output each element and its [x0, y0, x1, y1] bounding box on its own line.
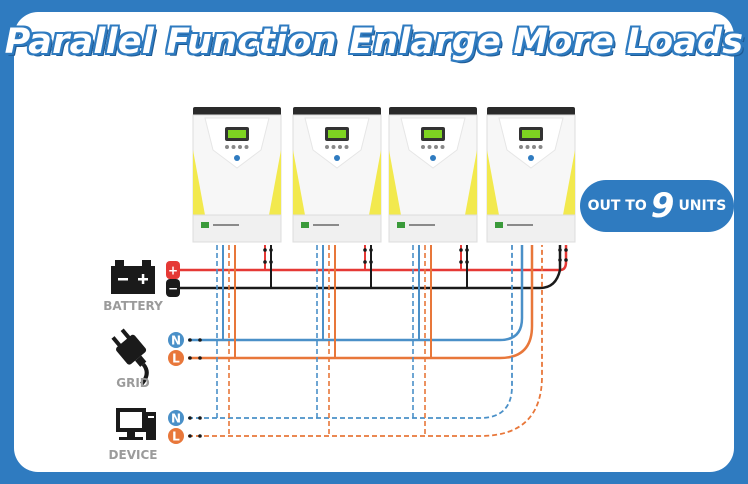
device-neutral-terminal: N	[168, 410, 184, 426]
grid-line-terminal: L	[168, 350, 184, 366]
units-badge: OUT TO 9 UNITS	[580, 180, 734, 232]
svg-text:+: +	[168, 264, 178, 278]
inverter-unit	[486, 107, 576, 243]
device-line-terminal: L	[168, 428, 184, 444]
battery-positive-bus	[180, 245, 568, 272]
badge-suffix: UNITS	[678, 198, 727, 214]
device-neutral-line	[188, 245, 513, 419]
svg-text:−: −	[168, 282, 178, 296]
battery-icon	[111, 260, 155, 294]
inverter-unit	[292, 107, 382, 243]
battery-positive-terminal: +	[166, 261, 180, 279]
computer-icon	[116, 408, 156, 440]
battery-label: BATTERY	[103, 299, 163, 313]
device-line-l	[188, 245, 543, 437]
battery-negative-bus	[180, 245, 562, 290]
grid-line-l	[188, 245, 534, 360]
device-label: DEVICE	[108, 448, 158, 462]
plug-icon	[111, 328, 149, 386]
svg-text:L: L	[172, 430, 180, 444]
battery-negative-terminal: −	[166, 279, 180, 297]
inverter-unit	[192, 107, 282, 243]
page-title: Parallel Function Enlarge More Loads	[4, 22, 744, 62]
inverter-unit	[388, 107, 478, 243]
badge-number: 9	[650, 186, 675, 226]
grid-neutral-terminal: N	[168, 332, 184, 348]
badge-prefix: OUT TO	[587, 198, 647, 214]
grid-neutral-line	[188, 245, 524, 342]
grid-label: GRID	[116, 376, 150, 390]
svg-text:L: L	[172, 352, 180, 366]
svg-text:N: N	[171, 334, 181, 348]
svg-text:N: N	[171, 412, 181, 426]
